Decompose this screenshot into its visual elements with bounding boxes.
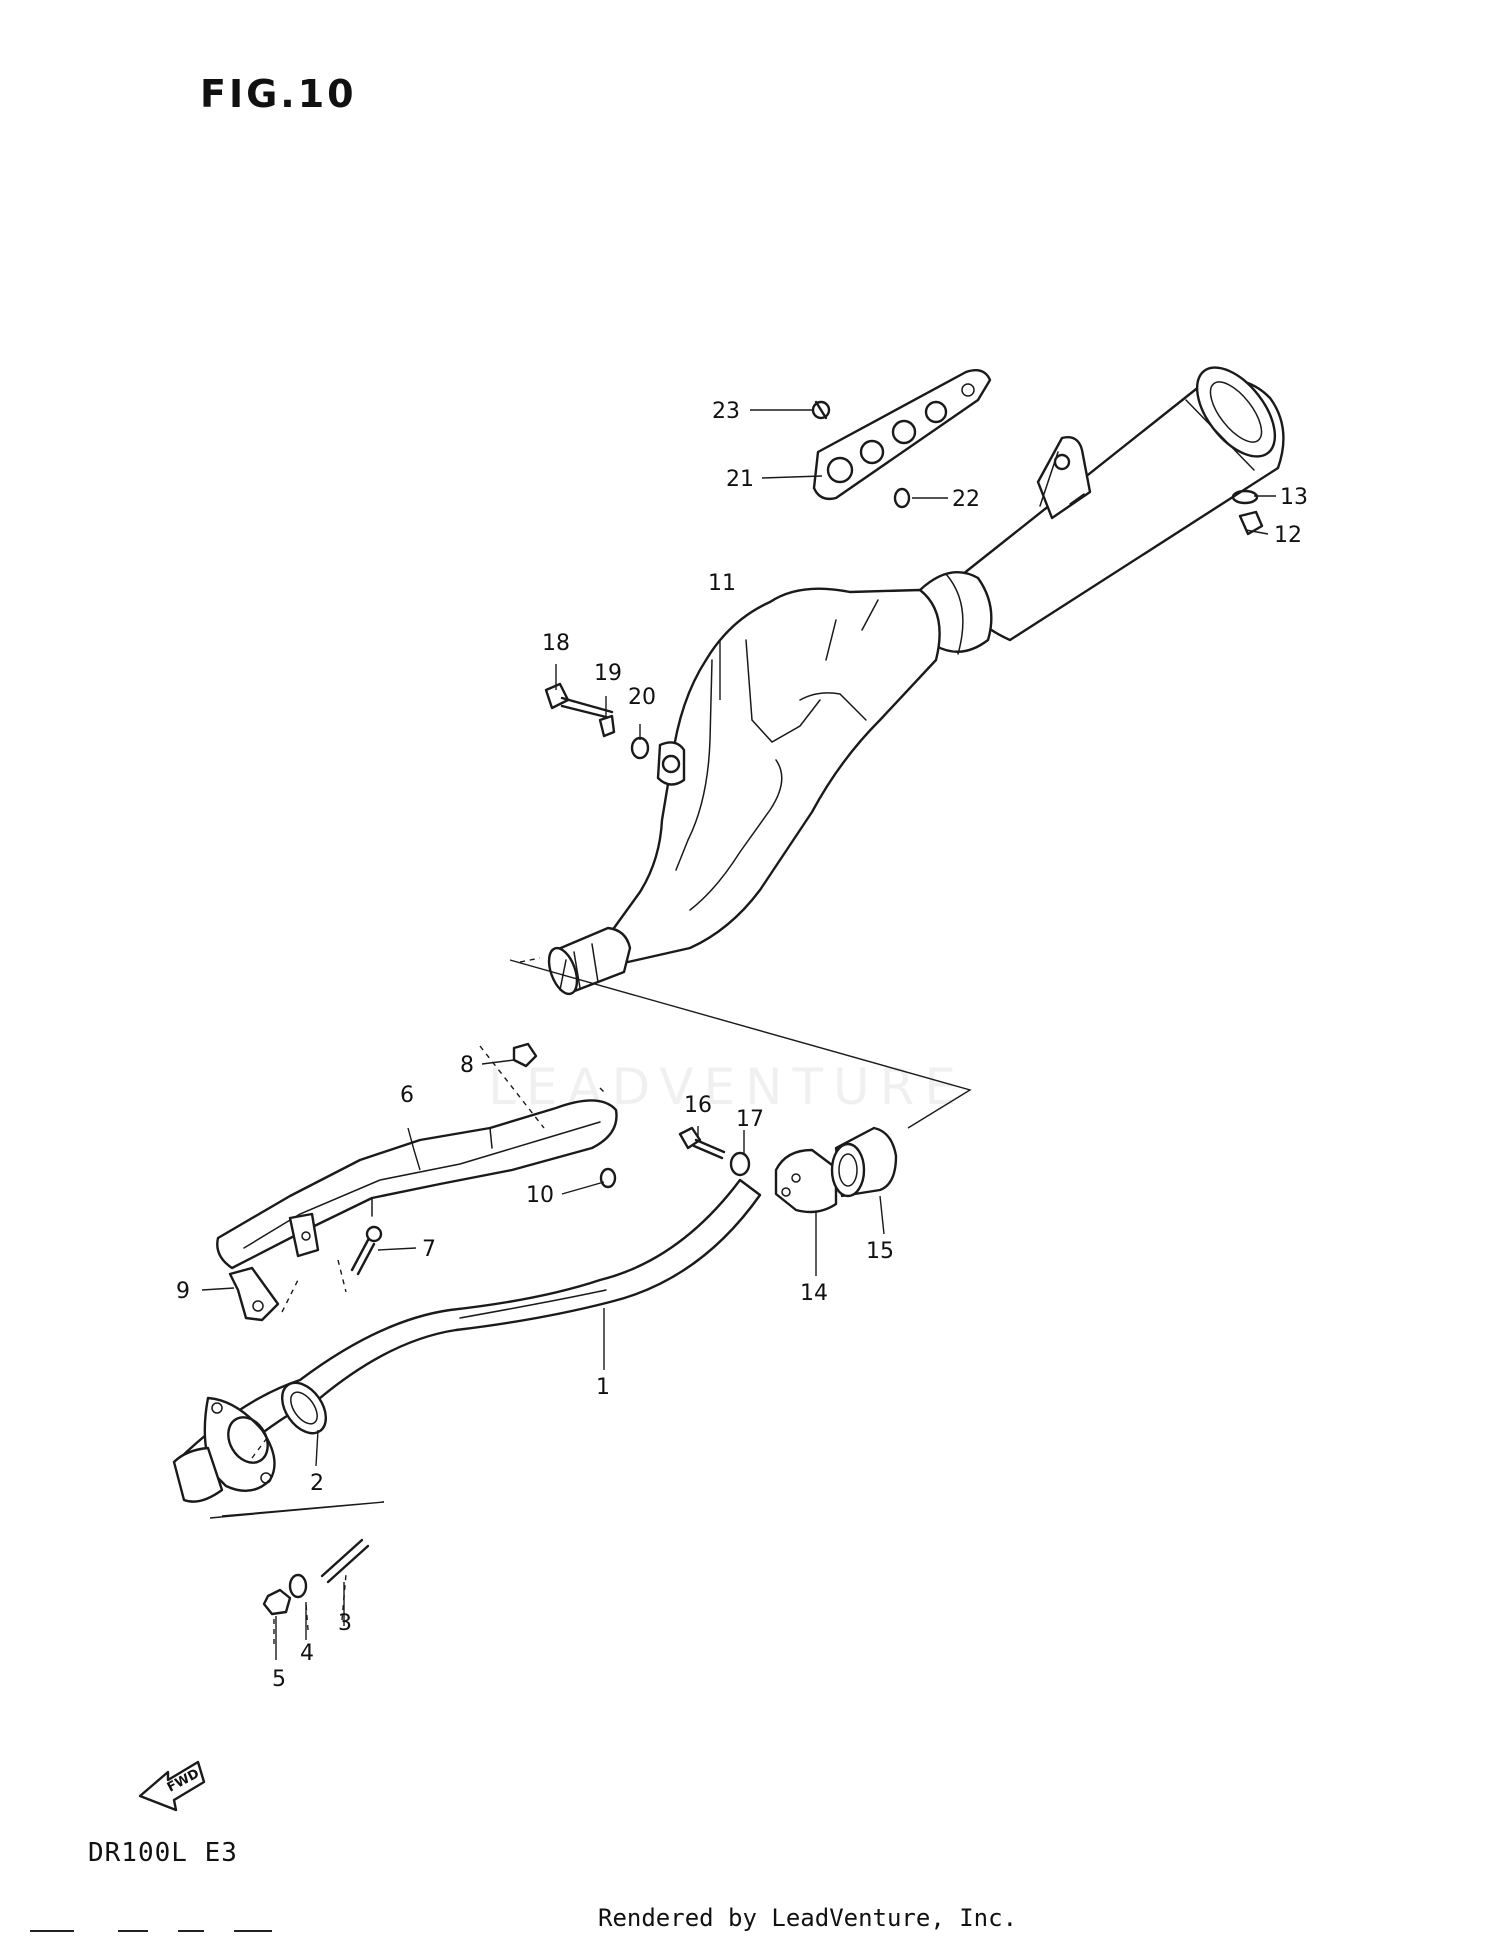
protector-screw <box>512 1042 538 1068</box>
exhaust-stud <box>320 1538 370 1584</box>
callout-labels: 1 2 3 4 5 6 7 8 9 10 11 12 13 14 15 16 1… <box>176 399 1308 1692</box>
callout-5: 5 <box>272 1667 286 1692</box>
heat-shield-nut <box>893 487 911 509</box>
callout-4: 4 <box>300 1641 314 1666</box>
exhaust-gasket <box>280 1381 328 1435</box>
callout-19: 19 <box>594 661 622 686</box>
footer-divider <box>234 1930 272 1932</box>
callout-18: 18 <box>542 631 570 656</box>
footer-divider <box>178 1930 204 1932</box>
protector-bolt <box>350 1225 383 1276</box>
exhaust-joint-seal <box>830 1126 898 1198</box>
callout-17: 17 <box>736 1107 764 1132</box>
callout-1: 1 <box>596 1375 610 1400</box>
callout-2: 2 <box>310 1471 324 1496</box>
model-code: DR100L E3 <box>88 1838 238 1868</box>
callout-13: 13 <box>1280 485 1308 510</box>
heat-shield-plate <box>812 369 992 501</box>
exhaust-pipe-illustration <box>172 1178 762 1503</box>
callout-9: 9 <box>176 1279 190 1304</box>
figure-title: FIG.10 <box>200 72 357 116</box>
callout-3: 3 <box>338 1611 352 1636</box>
callout-10: 10 <box>526 1183 554 1208</box>
fwd-arrow-icon: FWD <box>138 1760 206 1812</box>
heat-shield-screw <box>811 400 831 420</box>
callout-8: 8 <box>460 1053 474 1078</box>
muffler-mount-washer <box>598 714 616 738</box>
callout-12: 12 <box>1274 523 1302 548</box>
protector-nut <box>599 1167 617 1189</box>
callout-23: 23 <box>712 399 740 424</box>
joint-clamp-nut <box>729 1151 751 1177</box>
exhaust-nut <box>262 1588 292 1616</box>
callout-6: 6 <box>400 1083 414 1108</box>
footer-credit: Rendered by LeadVenture, Inc. <box>598 1904 1018 1932</box>
callout-16: 16 <box>684 1093 712 1118</box>
muffler-end-bolt <box>1231 489 1264 536</box>
callout-14: 14 <box>800 1281 828 1306</box>
callout-15: 15 <box>866 1239 894 1264</box>
muffler-illustration <box>547 366 1285 996</box>
footer-divider <box>30 1930 74 1932</box>
exhaust-protector <box>216 1099 618 1270</box>
callout-20: 20 <box>628 685 656 710</box>
muffler-mount-bolt <box>544 682 614 720</box>
callout-11: 11 <box>708 571 736 596</box>
muffler-mount-nut <box>630 736 650 760</box>
callout-22: 22 <box>952 487 980 512</box>
joint-clamp-bolt <box>678 1126 726 1160</box>
footer-divider <box>118 1930 148 1932</box>
protector-clamp <box>228 1266 280 1322</box>
callout-21: 21 <box>726 467 754 492</box>
callout-leaders <box>201 409 1276 1660</box>
exhaust-washer <box>288 1573 308 1599</box>
callout-7: 7 <box>422 1237 436 1262</box>
exhaust-joint-clamp <box>774 1148 838 1214</box>
